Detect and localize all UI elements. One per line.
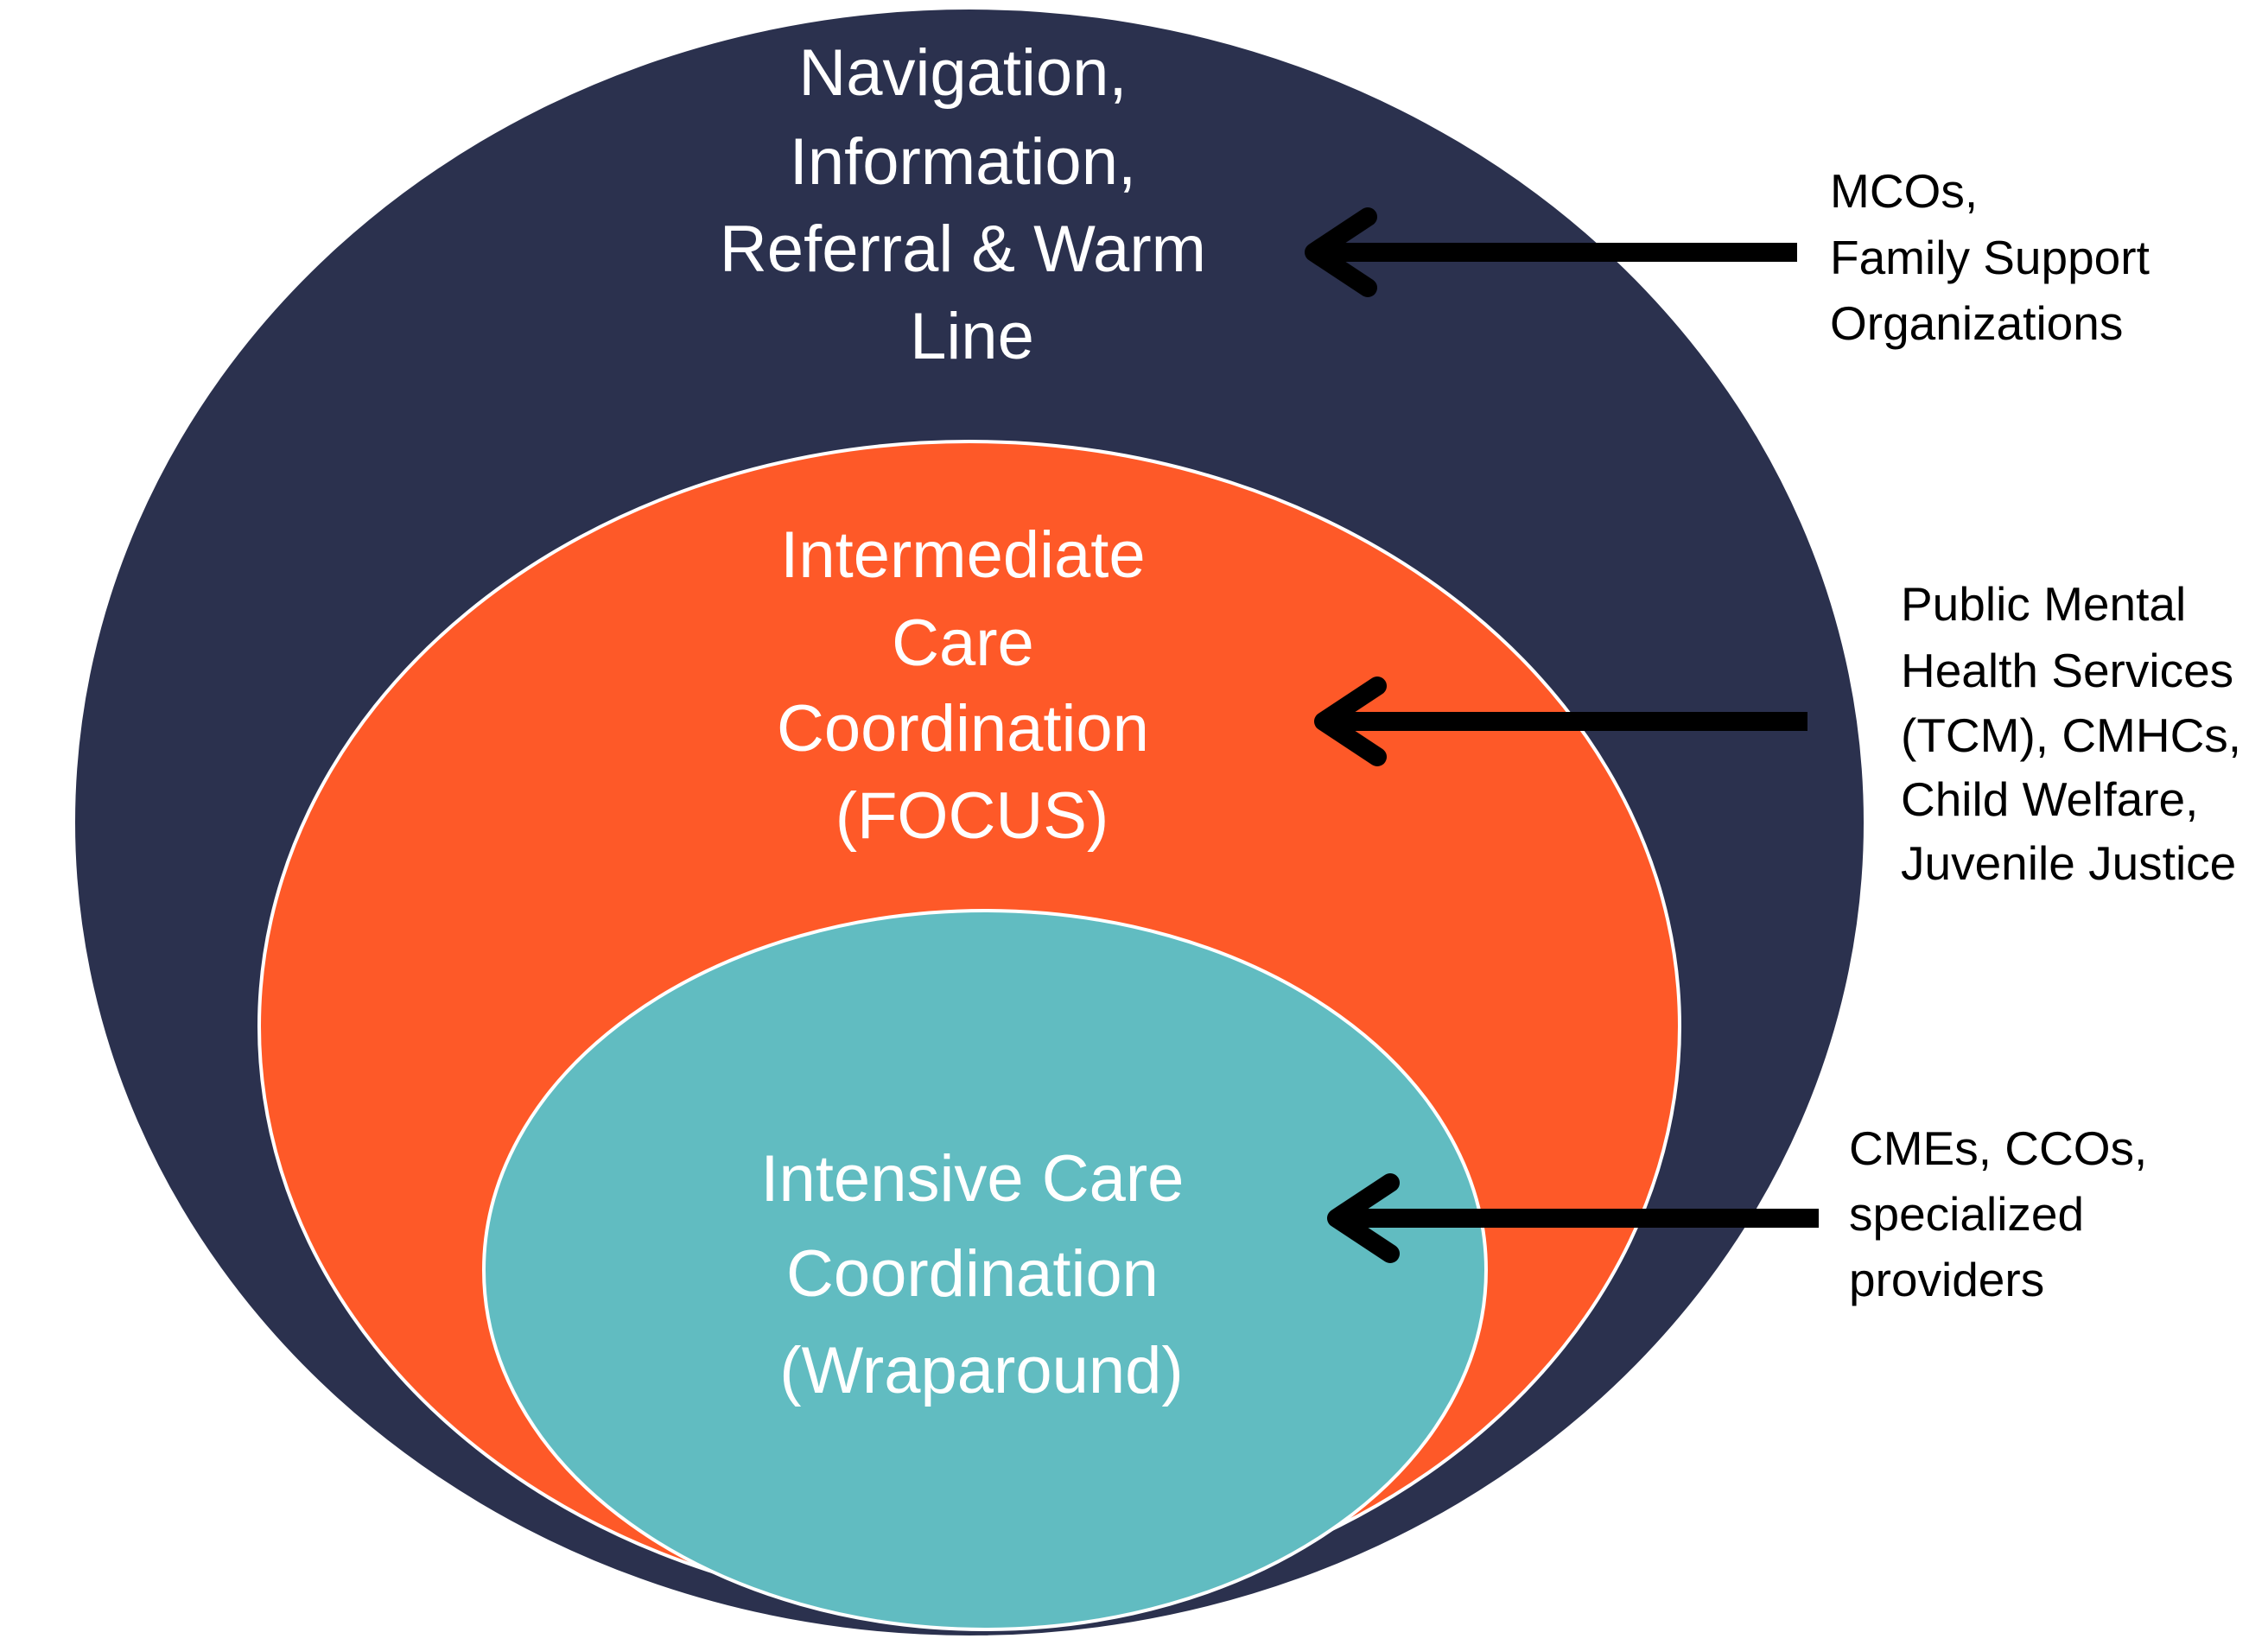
outer-ring-label-line: Information, xyxy=(790,125,1136,199)
inner-ring-label: Intensive Care Coordination (Wraparound) xyxy=(760,1142,1202,1407)
providers-middle-line: Juvenile Justice xyxy=(1901,836,2236,890)
providers-bottom-label: CMEs, CCOs, specialized providers xyxy=(1849,1121,2161,1306)
arrow-middle xyxy=(1314,676,1807,766)
providers-middle-line: Child Welfare, xyxy=(1901,772,2198,826)
middle-ring-label: Intermediate Care Coordination (FOCUS) xyxy=(777,518,1167,853)
providers-middle-line: (TCM), CMHCs, xyxy=(1901,708,2241,762)
middle-ring-label-line: Coordination xyxy=(777,692,1149,765)
providers-top-line: MCOs, xyxy=(1830,164,1978,218)
outer-ring-label-line: Referral & Warm xyxy=(720,213,1206,286)
providers-middle-line: Public Mental xyxy=(1901,577,2186,631)
middle-ring-label-line: Intermediate xyxy=(780,518,1145,592)
providers-bottom-line: specialized xyxy=(1849,1187,2084,1241)
outer-ring-label: Navigation, Information, Referral & Warm… xyxy=(720,36,1224,373)
inner-ring-intensive xyxy=(482,909,1488,1631)
providers-bottom-line: CMEs, CCOs, xyxy=(1849,1121,2147,1175)
providers-top-label: MCOs, Family Support Organizations xyxy=(1830,164,2163,350)
providers-middle-label: Public Mental Health Services (TCM), CMH… xyxy=(1901,577,2254,890)
providers-top-line: Family Support xyxy=(1830,231,2150,284)
providers-bottom-line: providers xyxy=(1849,1253,2044,1306)
providers-middle-line: Health Services xyxy=(1901,644,2233,697)
middle-ring-label-line: Care xyxy=(892,607,1034,680)
providers-top-line: Organizations xyxy=(1830,296,2123,350)
inner-ring-label-line: (Wraparound) xyxy=(779,1334,1183,1407)
inner-ring-label-line: Coordination xyxy=(786,1237,1159,1311)
inner-ring-label-line: Intensive Care xyxy=(760,1142,1184,1216)
middle-ring-label-line: (FOCUS) xyxy=(835,779,1109,853)
outer-ring-label-line: Line xyxy=(910,300,1034,373)
outer-ring-label-line: Navigation, xyxy=(798,36,1127,110)
arrow-bottom xyxy=(1327,1173,1819,1263)
arrow-top xyxy=(1305,207,1797,297)
